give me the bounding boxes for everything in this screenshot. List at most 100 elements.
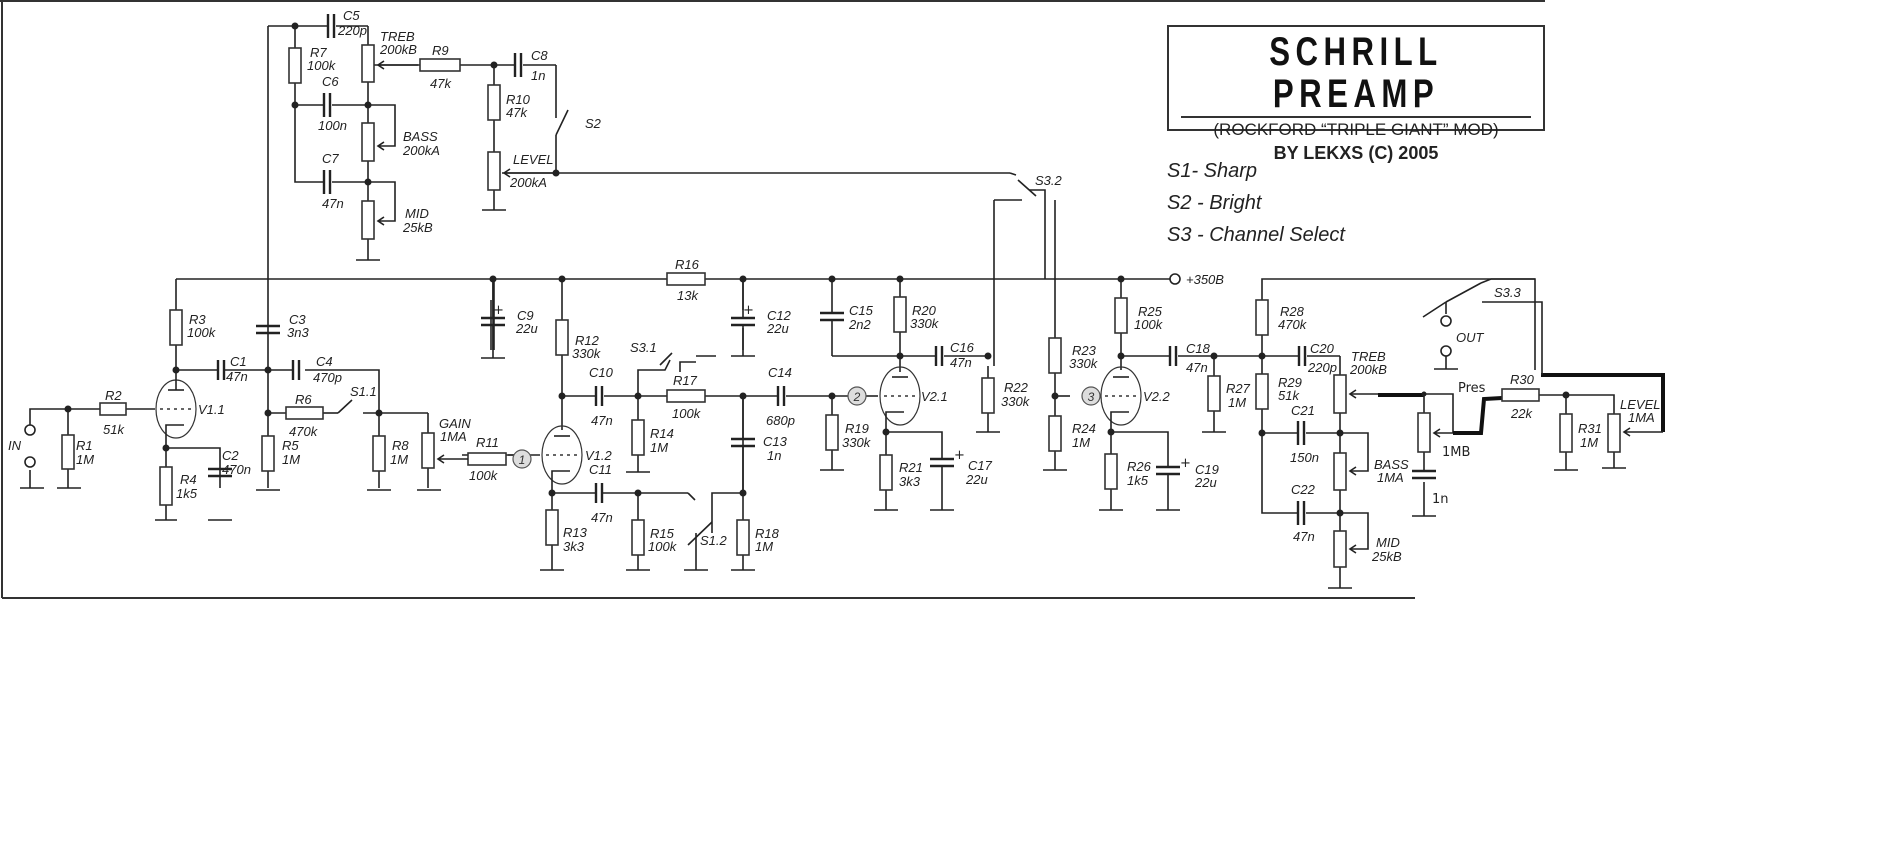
svg-text:R27: R27 (1226, 381, 1251, 396)
svg-text:BASS: BASS (403, 129, 438, 144)
svg-text:R21: R21 (899, 460, 923, 475)
svg-text:330k: 330k (572, 346, 602, 361)
svg-text:C7: C7 (322, 151, 339, 166)
svg-text:1M: 1M (1580, 435, 1598, 450)
resistor-R3 (169, 309, 183, 346)
svg-text:200kA: 200kA (402, 143, 440, 158)
svg-text:470n: 470n (222, 462, 251, 477)
svg-text:TREB: TREB (380, 29, 415, 44)
resistor-R19 (825, 414, 839, 451)
svg-text:V2.1: V2.1 (921, 389, 948, 404)
resistor-R5 (261, 435, 275, 472)
svg-text:1M: 1M (1228, 395, 1246, 410)
svg-text:1n: 1n (1432, 492, 1449, 507)
node-marker-2: 2 (847, 386, 867, 406)
svg-text:BASS: BASS (1374, 457, 1409, 472)
title-subtitle: (ROCKFORD “TRIPLE GIANT” MOD) (1213, 120, 1499, 139)
svg-text:MID: MID (405, 206, 429, 221)
svg-text:C19: C19 (1195, 462, 1219, 477)
svg-text:47n: 47n (322, 196, 344, 211)
capacitor-plates (208, 14, 1436, 525)
resistor-R4 (159, 466, 173, 506)
svg-text:C22: C22 (1291, 482, 1316, 497)
svg-text:R6: R6 (295, 392, 312, 407)
svg-text:R7: R7 (310, 45, 327, 60)
svg-text:330k: 330k (1069, 356, 1099, 371)
svg-text:1k5: 1k5 (176, 486, 198, 501)
svg-text:1: 1 (519, 453, 526, 467)
svg-text:1M: 1M (282, 452, 300, 467)
svg-text:R28: R28 (1280, 304, 1305, 319)
resistor-R13 (545, 509, 559, 546)
drawing-frame (0, 0, 1545, 599)
resistor-R10 (487, 84, 501, 121)
title-block: SCHRILL PREAMP (ROCKFORD “TRIPLE GIANT” … (1167, 25, 1545, 163)
svg-text:R24: R24 (1072, 421, 1096, 436)
svg-text:25kB: 25kB (402, 220, 433, 235)
svg-text:220p: 220p (1307, 360, 1337, 375)
svg-text:51k: 51k (1278, 388, 1300, 403)
svg-text:V2.2: V2.2 (1143, 389, 1171, 404)
legend-item: S2 - Bright (1167, 192, 1262, 214)
pot-treb-2 (1333, 374, 1347, 414)
resistor-R22 (981, 377, 995, 414)
pot-gain (421, 432, 435, 469)
svg-text:2n2: 2n2 (848, 317, 871, 332)
svg-text:Pres: Pres (1458, 381, 1486, 396)
svg-text:R25: R25 (1138, 304, 1163, 319)
svg-text:470k: 470k (289, 424, 319, 439)
svg-text:100k: 100k (469, 468, 499, 483)
svg-text:C14: C14 (768, 365, 792, 380)
svg-text:47n: 47n (591, 413, 613, 428)
svg-text:R18: R18 (755, 526, 780, 541)
title-rule (1181, 116, 1531, 118)
pot-level-1 (487, 151, 501, 191)
svg-text:R10: R10 (506, 92, 531, 107)
svg-text:1n: 1n (531, 68, 545, 83)
svg-text:1M: 1M (390, 452, 408, 467)
legend-item: S3 - Channel Select (1167, 224, 1345, 246)
tube-V2-1 (879, 366, 921, 432)
pot-bass-2 (1333, 452, 1347, 491)
svg-text:C20: C20 (1310, 341, 1335, 356)
tube-V1-2 (541, 425, 583, 493)
svg-text:S3.3: S3.3 (1494, 285, 1522, 300)
svg-text:330k: 330k (1001, 394, 1031, 409)
switch-S1-2: S1.2 (687, 521, 728, 548)
svg-text:25kB: 25kB (1371, 549, 1402, 564)
svg-text:+: + (954, 448, 965, 463)
resistor-R30 (1501, 388, 1540, 402)
svg-text:C5: C5 (343, 8, 360, 23)
svg-text:C4: C4 (316, 354, 333, 369)
svg-text:R16: R16 (675, 257, 700, 272)
svg-text:+: + (1180, 456, 1191, 471)
svg-text:R15: R15 (650, 526, 675, 541)
svg-text:R3: R3 (189, 312, 206, 327)
svg-text:OUT: OUT (1456, 330, 1485, 345)
svg-text:S3.2: S3.2 (1035, 173, 1063, 188)
resistor-R1 (61, 434, 75, 470)
resistor-R6 (285, 406, 324, 420)
svg-text:C16: C16 (950, 340, 975, 355)
node-marker-1: 1 (512, 449, 532, 469)
svg-text:22u: 22u (1194, 475, 1217, 490)
svg-text:C11: C11 (589, 462, 612, 477)
svg-text:R19: R19 (845, 421, 869, 436)
svg-text:C2: C2 (222, 448, 239, 463)
svg-text:2: 2 (853, 390, 861, 404)
node-marker-3: 3 (1081, 386, 1101, 406)
svg-text:100k: 100k (672, 406, 702, 421)
svg-text:220p: 220p (337, 23, 367, 38)
svg-text:470p: 470p (313, 370, 342, 385)
svg-text:R22: R22 (1004, 380, 1029, 395)
svg-text:100k: 100k (1134, 317, 1164, 332)
svg-text:47k: 47k (506, 105, 528, 120)
pot-mid-1 (361, 200, 375, 240)
svg-text:47n: 47n (591, 510, 613, 525)
resistor-R7 (288, 47, 302, 84)
svg-text:C12: C12 (767, 308, 792, 323)
resistor-R11 (467, 452, 507, 466)
svg-text:V1.1: V1.1 (198, 402, 225, 417)
svg-text:200kA: 200kA (509, 175, 547, 190)
svg-text:LEVEL: LEVEL (513, 152, 553, 167)
